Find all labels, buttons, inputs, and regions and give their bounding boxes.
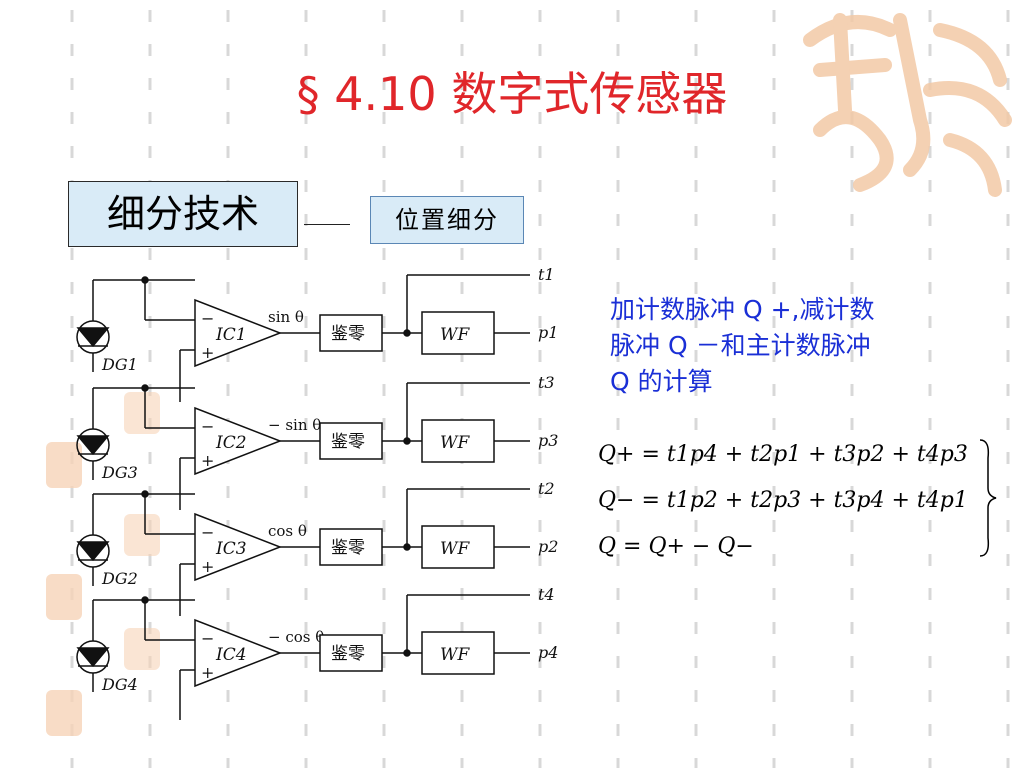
description-text: 加计数脉冲 Q +,减计数 脉冲 Q －和主计数脉冲 Q 的计算 — [610, 292, 990, 400]
op-amp-minus-sign: − — [201, 629, 214, 648]
waveform-shaper-label: WF — [440, 645, 470, 665]
signal-label: sin θ — [268, 308, 304, 326]
waveform-shaper-label: WF — [440, 325, 470, 345]
output-t-label: t3 — [538, 373, 555, 392]
waveform-shaper-box — [421, 311, 495, 355]
seal-decoration — [124, 514, 160, 556]
signal-label: − cos θ — [268, 628, 324, 646]
subtopic-box: 位置细分 — [370, 196, 524, 244]
photodiode-icon — [76, 327, 110, 348]
zero-detector-box — [319, 528, 383, 566]
op-amp-label: IC4 — [215, 645, 247, 665]
signal-label: − sin θ — [268, 416, 321, 434]
op-amp-label: IC2 — [215, 433, 247, 453]
op-amp-minus-sign: − — [201, 309, 214, 328]
seal-decoration — [46, 442, 82, 488]
waveform-shaper-box — [421, 419, 495, 463]
slide-title: § 4.10 数字式传感器 — [296, 67, 728, 121]
op-amp-plus-sign: + — [201, 557, 214, 576]
zero-detector-label: 鉴零 — [331, 538, 365, 558]
op-amp-plus-sign: + — [201, 663, 214, 682]
zero-detector-label: 鉴零 — [331, 432, 365, 452]
output-p-label: p4 — [538, 643, 558, 662]
waveform-shaper-label: WF — [440, 433, 470, 453]
diode-label: DG2 — [101, 569, 138, 588]
equation-q-plus: Q+ = t1p4 + t2p1 + t3p2 + t4p3 — [598, 442, 968, 467]
diode-label: DG1 — [101, 355, 138, 374]
junction-dot — [141, 596, 149, 604]
output-t-label: t2 — [538, 479, 555, 498]
equation-block: Q+ = t1p4 + t2p1 + t3p2 + t4p3 Q− = t1p2… — [598, 432, 997, 570]
zero-detector-box — [319, 634, 383, 672]
equation-q-minus: Q− = t1p2 + t2p3 + t3p4 + t4p1 — [598, 488, 968, 513]
zero-detector-box — [319, 422, 383, 460]
op-amp-triangle — [194, 618, 283, 688]
output-p-label: p1 — [538, 323, 558, 342]
op-amp-triangle — [194, 512, 283, 582]
op-amp-label: IC3 — [215, 539, 247, 559]
junction-dot — [141, 384, 149, 392]
signal-label: cos θ — [268, 522, 307, 540]
seal-decoration — [124, 392, 160, 434]
op-amp-plus-sign: + — [201, 451, 214, 470]
seal-decoration — [46, 690, 82, 736]
topic-box: 细分技术 — [68, 181, 298, 247]
op-amp-triangle — [194, 298, 283, 368]
op-amp-plus-sign: + — [201, 343, 214, 362]
diode-label: DG4 — [101, 675, 138, 694]
output-p-label: p2 — [538, 537, 558, 556]
op-amp-minus-sign: − — [201, 417, 214, 436]
seal-decoration — [46, 574, 82, 620]
description-line: 脉冲 Q －和主计数脉冲 — [610, 331, 871, 360]
description-line: 加计数脉冲 Q +,减计数 — [610, 295, 875, 324]
connector-line — [304, 224, 350, 225]
photodiode-icon — [76, 647, 110, 668]
brace-icon — [979, 439, 997, 557]
zero-detector-label: 鉴零 — [331, 644, 365, 664]
decorative-watermark-seal — [803, 13, 1012, 197]
output-p-label: p3 — [538, 431, 558, 450]
op-amp-minus-sign: − — [201, 523, 214, 542]
zero-detector-label: 鉴零 — [331, 324, 365, 344]
equation-q-total: Q = Q+ − Q− — [598, 534, 754, 559]
op-amp-label: IC1 — [215, 325, 247, 345]
seal-decoration — [124, 628, 160, 670]
junction-dot — [141, 490, 149, 498]
op-amp-triangle — [194, 406, 283, 476]
output-t-label: t4 — [538, 585, 555, 604]
output-t-label: t1 — [538, 265, 555, 284]
diode-label: DG3 — [101, 463, 138, 482]
waveform-shaper-label: WF — [440, 539, 470, 559]
photodiode-icon — [76, 541, 110, 562]
photodiode-icon — [76, 435, 110, 456]
description-line: Q 的计算 — [610, 367, 713, 396]
waveform-shaper-box — [421, 525, 495, 569]
junction-dot — [141, 276, 149, 284]
